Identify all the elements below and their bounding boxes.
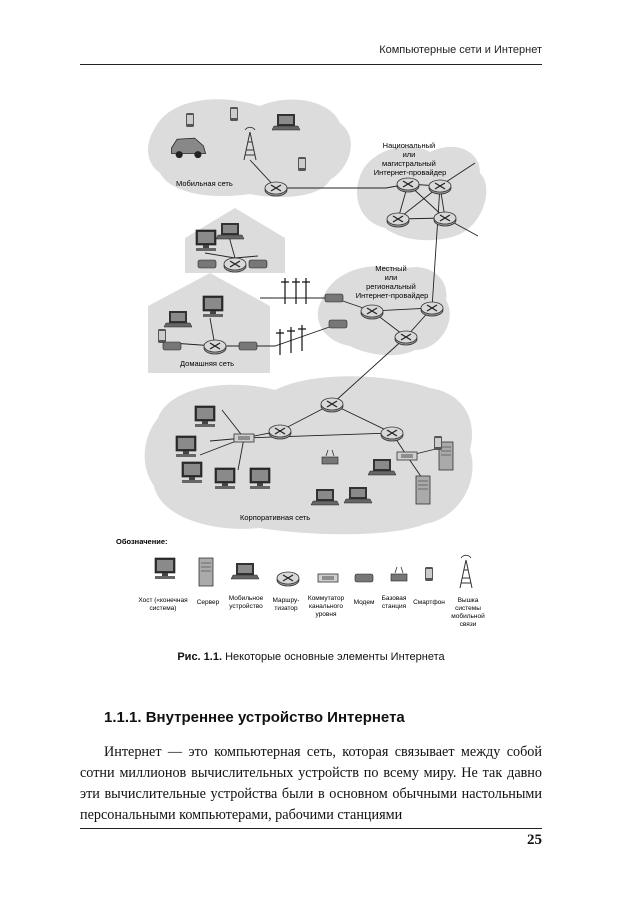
legend-label-modem: Модем <box>354 599 375 606</box>
legend-items <box>154 554 473 589</box>
label-mobile-network: Мобильная сеть <box>176 179 233 188</box>
label-local-isp: Местный или региональный Интернет-провай… <box>356 264 429 300</box>
legend-label-line: Мобильное <box>229 594 264 602</box>
legend-label-server: Сервер <box>197 599 220 606</box>
legend-label-line: устройство <box>229 602 263 610</box>
legend-label-line: Коммутатор <box>308 595 345 602</box>
legend-label-line: мобильной <box>451 612 485 620</box>
legend-label-line: связи <box>460 621 477 628</box>
label-local-isp-line: Местный <box>375 264 406 273</box>
label-corporate-network: Корпоративная сеть <box>240 513 310 522</box>
label-national-isp-line: или <box>403 150 416 159</box>
section-heading: 1.1.1. Внутреннее устройство Интернета <box>104 709 405 726</box>
figure-caption-text: Некоторые основные элементы Интернета <box>222 651 445 663</box>
legend-label-line: Базовая <box>382 595 407 602</box>
figure-caption: Рис. 1.1. Некоторые основные элементы Ин… <box>80 651 542 663</box>
legend-title: Обозначение: <box>116 537 168 546</box>
legend-label-line: Модем <box>354 599 375 606</box>
internet-diagram: Мобильная сеть Национальный или магистра… <box>116 99 487 628</box>
header-rule <box>80 64 542 65</box>
label-local-isp-line: региональный <box>366 282 416 291</box>
label-national-isp-line: магистральный <box>382 159 436 168</box>
legend-label-line: Хост («конечная <box>138 597 188 604</box>
legend-label-line: уровня <box>316 611 337 618</box>
legend-label-line: Смартфон <box>413 599 445 606</box>
legend-label-line: Сервер <box>197 599 220 606</box>
label-home-network: Домашняя сеть <box>180 359 234 368</box>
legend-label-line: канального <box>309 603 343 610</box>
label-national-isp-line: Национальный <box>383 141 436 150</box>
body-paragraph: Интернет — это компьютерная сеть, котора… <box>80 744 542 823</box>
legend-label-line: тизатор <box>274 605 298 612</box>
running-header: Компьютерные сети и Интернет <box>379 44 542 56</box>
legend-label-router: Маршру-тизатор <box>273 597 300 612</box>
label-national-isp: Национальный или магистральный Интернет-… <box>374 141 447 177</box>
label-local-isp-line: Интернет-провайдер <box>356 291 429 300</box>
legend-label-smartphone: Смартфон <box>413 599 445 606</box>
label-local-isp-line: или <box>385 273 398 282</box>
footer-rule <box>80 828 542 829</box>
legend-label-line: системы <box>455 605 481 612</box>
figure-number: Рис. 1.1. <box>177 651 223 663</box>
legend-label-line: Маршру- <box>273 597 300 604</box>
legend-label-line: система) <box>150 605 177 612</box>
legend-label-line: Вышка <box>458 597 479 604</box>
label-national-isp-line: Интернет-провайдер <box>374 168 447 177</box>
legend-label-line: станция <box>382 603 407 610</box>
page-number: 25 <box>527 832 542 848</box>
